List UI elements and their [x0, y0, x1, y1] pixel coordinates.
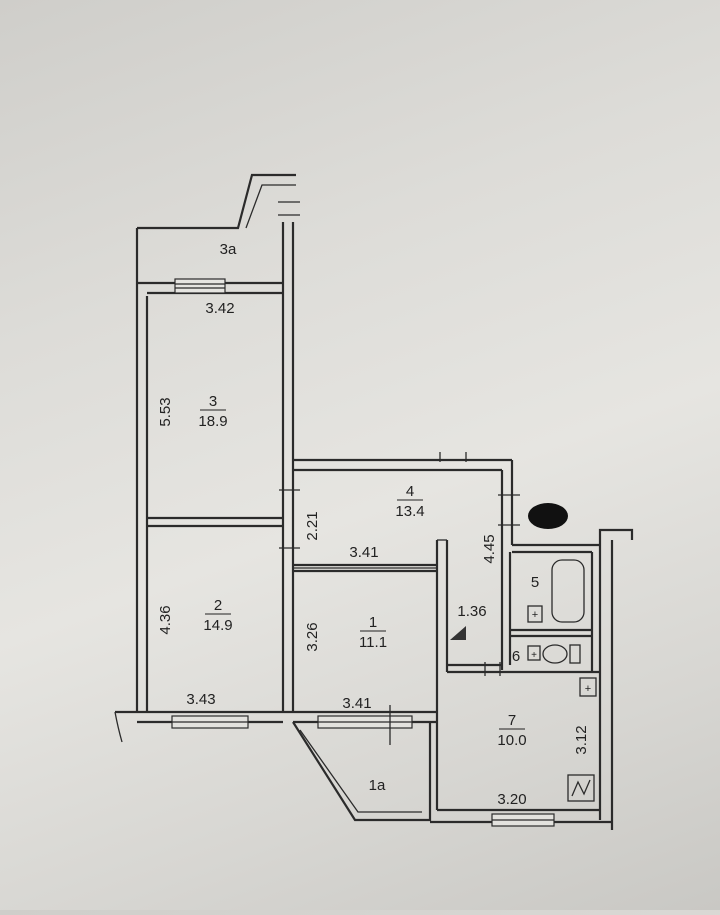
wall-balcony-1a [292, 721, 432, 822]
room-3-area: 18.9 [198, 413, 227, 430]
wall-balcony-3a-top-inner [245, 184, 296, 229]
dim-3a-width: 3.42 [205, 300, 234, 317]
wall-balcony-3a-top [137, 173, 296, 230]
room-3a-label: 3a [220, 241, 237, 258]
bathtub-icon [551, 559, 585, 623]
kitchen-plus-icon: + [585, 683, 591, 695]
room-1a-label: 1a [369, 777, 386, 794]
room-2-area: 14.9 [203, 617, 232, 634]
fixtures: + + + [450, 503, 597, 802]
sink-plus-icon: + [532, 609, 538, 621]
stove-mark-icon [571, 779, 591, 797]
dimension-labels: 3.42 5.53 4.36 3.43 2.21 3.41 4.45 3.26 … [157, 300, 590, 808]
hall-arrow-icon [450, 626, 466, 640]
room-2-number: 2 [214, 597, 222, 614]
dim-1-width: 3.41 [342, 695, 371, 712]
wall-bottom-left-cut [114, 711, 123, 743]
room-4-area: 13.4 [395, 503, 424, 520]
toilet-icon [542, 644, 568, 664]
dim-4-side: 4.45 [481, 534, 498, 563]
room-3-number: 3 [209, 393, 217, 410]
dim-2-width: 3.43 [186, 691, 215, 708]
toilet-tank-icon [569, 644, 581, 664]
room-5-label: 5 [531, 574, 539, 591]
dim-4-width: 3.41 [349, 544, 378, 561]
room-7-number: 7 [508, 712, 516, 729]
dim-hall: 1.36 [457, 603, 486, 620]
stove-icon [567, 774, 595, 802]
dim-7-height: 3.12 [573, 725, 590, 754]
dim-4-height: 2.21 [304, 511, 321, 540]
sink-icon [527, 605, 543, 623]
room-labels: 3a 3 18.9 2 14.9 4 13.4 1 11.1 5 6 7 10.… [198, 241, 539, 794]
dim-3-height: 5.53 [157, 397, 174, 426]
dim-2-height: 4.36 [157, 605, 174, 634]
room-7-area: 10.0 [497, 732, 526, 749]
wall-balcony-1a-inner [299, 729, 422, 813]
wc-sink-icon [527, 645, 541, 661]
room-1-number: 1 [369, 614, 377, 631]
wc-plus-icon: + [531, 650, 537, 661]
room-6-label: 6 [512, 648, 520, 665]
wall-right-cap [598, 528, 634, 545]
dim-1-height: 3.26 [304, 622, 321, 651]
room-4-number: 4 [406, 483, 414, 500]
room-1-area: 11.1 [359, 634, 387, 651]
outer-walls [114, 173, 634, 830]
dim-7-width: 3.20 [497, 791, 526, 808]
window-3a [174, 278, 226, 294]
scribble-mark-icon [528, 503, 568, 529]
kitchen-sink-icon [579, 677, 597, 697]
